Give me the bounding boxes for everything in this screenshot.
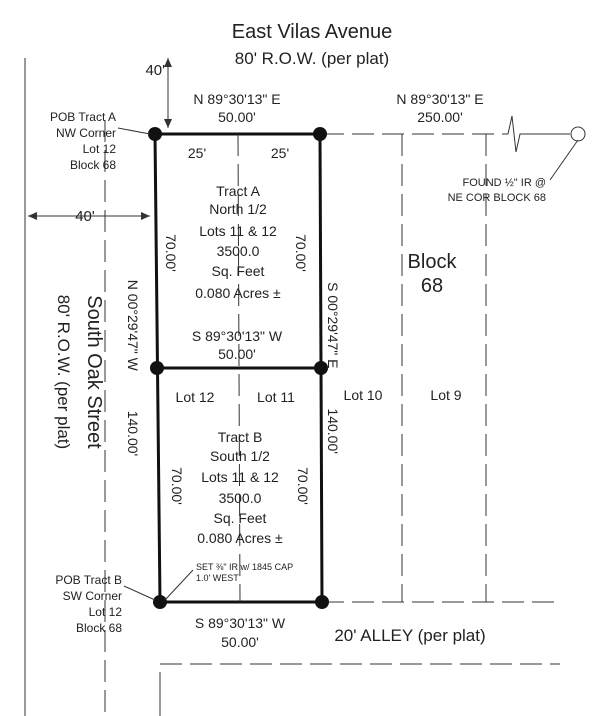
corner-mid-east-marker <box>314 361 328 375</box>
mid-distance: 50.00' <box>218 346 256 362</box>
alley-label: 20' ALLEY (per plat) <box>334 626 485 645</box>
pob-a-line1: POB Tract A <box>50 110 116 124</box>
east-bearing: S 00°29'47" E <box>325 282 341 368</box>
north-street-name: East Vilas Avenue <box>232 21 393 43</box>
west-distance: 140.00' <box>125 411 141 457</box>
set-ir-line1: SET ⅜" IR w/ 1845 CAP <box>196 562 293 572</box>
tract-b-left-dim: 70.00' <box>169 467 185 505</box>
tract-b-lots: Lots 11 & 12 <box>201 469 279 485</box>
lot-9-label: Lot 9 <box>430 387 461 403</box>
tract-b-right-dim: 70.00' <box>295 467 311 505</box>
lot-width-right: 25' <box>271 145 289 161</box>
north-east-bearing: N 89°30'13" E <box>396 91 483 107</box>
arrow-up-icon <box>164 58 172 67</box>
found-ir-leader <box>549 139 579 181</box>
tract-b-sqft: 3500.0 <box>219 490 262 506</box>
west-street-row: 80' R.O.W. (per plat) <box>54 295 73 449</box>
arrow-left-icon <box>28 212 37 220</box>
north-distance: 50.00' <box>218 109 256 125</box>
north-east-distance: 250.00' <box>417 109 463 125</box>
tract-a-sqft-label: Sq. Feet <box>212 263 265 279</box>
pob-b-line2: SW Corner <box>63 589 122 603</box>
north-bearing: N 89°30'13" E <box>193 91 280 107</box>
break-line <box>507 115 570 153</box>
east-course: S 00°29'47" E 140.00' <box>325 282 341 454</box>
west-course: N 00°29'47" W 140.00' <box>125 280 141 456</box>
corner-nw-marker <box>148 127 162 141</box>
pob-a-leader <box>117 127 151 135</box>
lot-12-label: Lot 12 <box>176 389 215 405</box>
found-ir-line1: FOUND ½" IR @ <box>462 177 546 189</box>
tract-a-part: North 1/2 <box>209 201 267 217</box>
pob-b-leader <box>123 585 156 601</box>
block-label: Block <box>408 251 458 273</box>
lot-10-label: Lot 10 <box>344 387 383 403</box>
tract-b-acres: 0.080 Acres ± <box>197 530 283 546</box>
found-iron-rod-icon <box>570 126 586 142</box>
tract-a-acres: 0.080 Acres ± <box>195 285 281 301</box>
west-bearing: N 00°29'47" W <box>125 280 141 372</box>
arrow-down-icon <box>164 119 172 128</box>
pob-b-line1: POB Tract B <box>55 573 122 587</box>
north-setback-label: 40' <box>145 62 165 79</box>
pob-a-line2: NW Corner <box>56 126 116 140</box>
tract-a-right-dim: 70.00' <box>293 234 309 272</box>
tract-a-title: Tract A <box>216 183 260 199</box>
pob-b-line4: Block 68 <box>76 621 122 635</box>
pob-b-line3: Lot 12 <box>89 605 123 619</box>
corner-mid-west-marker <box>150 361 164 375</box>
west-street-name: South Oak Street <box>83 295 105 449</box>
south-bearing: S 89°30'13" W <box>195 615 286 631</box>
pob-a-line3: Lot 12 <box>83 142 117 156</box>
found-ir-line2: NE COR BLOCK 68 <box>448 192 546 204</box>
north-street-row: 80' R.O.W. (per plat) <box>235 49 389 68</box>
south-distance: 50.00' <box>221 634 259 650</box>
pob-a-line4: Block 68 <box>70 158 116 172</box>
interior-lot-line <box>237 133 241 603</box>
tract-b-sqft-label: Sq. Feet <box>214 510 267 526</box>
tract-a-sqft: 3500.0 <box>217 243 260 259</box>
block-number: 68 <box>421 275 443 297</box>
set-ir-line2: 1.0' WEST <box>196 573 239 583</box>
corner-se-marker <box>315 595 329 609</box>
mid-bearing: S 89°30'13" W <box>192 328 283 344</box>
set-ir-leader <box>164 569 194 601</box>
corner-ne-marker <box>313 127 327 141</box>
arrow-right-icon <box>141 212 150 220</box>
tract-a-lots: Lots 11 & 12 <box>199 223 277 239</box>
corner-sw-marker <box>153 595 167 609</box>
tract-b-part: South 1/2 <box>210 448 270 464</box>
tract-b-title: Tract B <box>218 429 263 445</box>
tract-a-left-dim: 70.00' <box>163 234 179 272</box>
west-setback-label: 40' <box>75 208 95 225</box>
lot-width-left: 25' <box>188 145 206 161</box>
east-distance: 140.00' <box>325 408 341 454</box>
lot-11-label: Lot 11 <box>257 389 295 405</box>
